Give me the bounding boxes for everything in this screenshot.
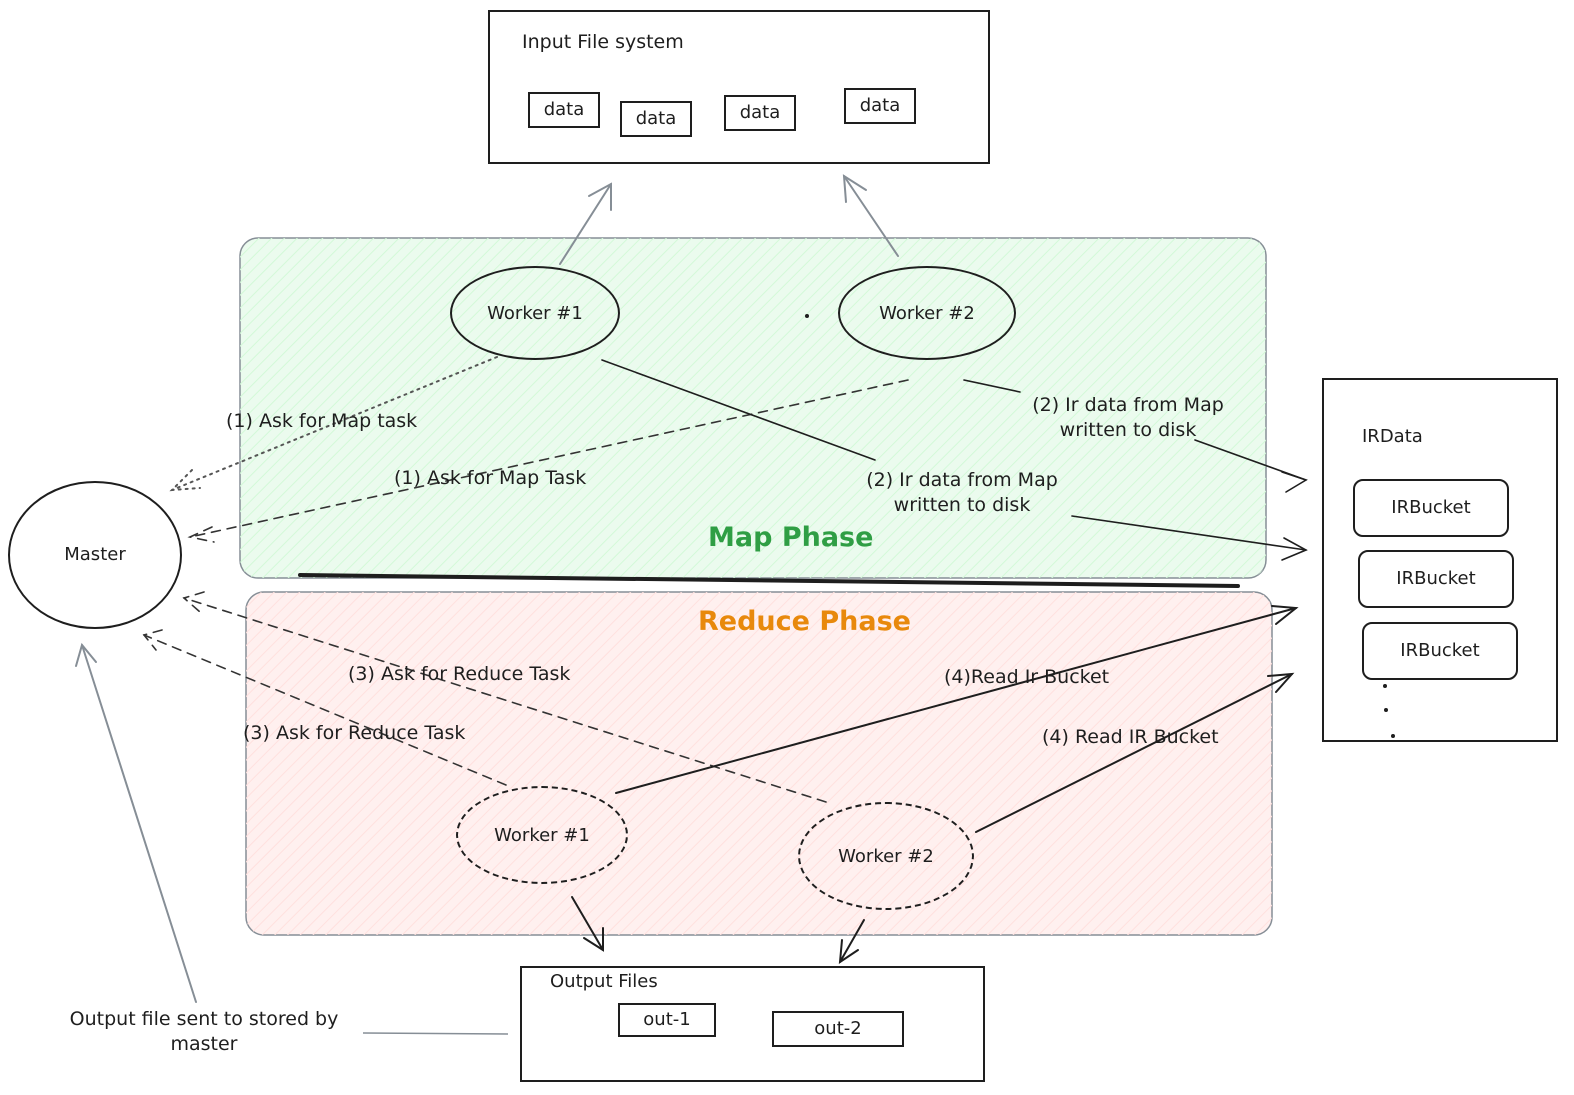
arrow-map-w1-to-input: [559, 182, 612, 265]
arrow-ir-data-w2: [963, 379, 1308, 493]
reduce-phase-title: Reduce Phase: [698, 606, 911, 637]
data-block: data: [620, 101, 692, 137]
data-block: data: [724, 95, 796, 131]
map-worker-2-node: Worker #2: [838, 266, 1016, 360]
annotation-ir-data-w2-line1: (2) Ir data from Map: [1032, 394, 1224, 416]
ir-bucket: IRBucket: [1358, 550, 1514, 608]
ir-bucket: IRBucket: [1353, 479, 1509, 537]
annotation-ir-data-w2-line2: written to disk: [1059, 419, 1197, 441]
master-node: [8, 481, 182, 629]
annotation-output-note-line2: master: [170, 1033, 238, 1055]
master-label: Master: [64, 544, 126, 565]
arrow-reduce-w1-to-output: [571, 896, 604, 952]
annotation-ask-map-task-1: (1) Ask for Map task: [226, 410, 418, 432]
annotation-output-note-line1: Output file sent to stored by: [69, 1008, 339, 1030]
ir-ellipsis-dot-1: [1383, 684, 1387, 688]
arrow-ask-reduce-task-1: [182, 591, 827, 803]
annotation-ir-data-w1-line2: written to disk: [893, 494, 1031, 516]
output-file: out-1: [618, 1003, 716, 1037]
arrow-ask-map-task-1: [169, 356, 498, 492]
arrow-read-ir-bucket-2: [975, 672, 1295, 833]
reduce-phase-hatch: [246, 592, 1272, 935]
annotation-ask-reduce-task-1: (3) Ask for Reduce Task: [348, 663, 571, 685]
arrow-ir-data-w1: [601, 359, 1308, 561]
input-file-system-title: Input File system: [522, 31, 684, 53]
reduce-worker-1-node: Worker #1: [456, 786, 628, 884]
annotation-read-ir-bucket-1: (4)Read Ir Bucket: [944, 666, 1110, 688]
output-note-connector: [362, 1032, 509, 1035]
annotation-read-ir-bucket-2: (4) Read IR Bucket: [1042, 726, 1219, 748]
ir-data-box: [1322, 378, 1558, 742]
ir-bucket: IRBucket: [1362, 622, 1518, 680]
output-files-box: [520, 966, 985, 1082]
map-phase-title: Map Phase: [708, 522, 874, 553]
map-stray-dot: [805, 314, 809, 318]
ir-ellipsis-dot-2: [1384, 708, 1388, 712]
map-worker-1-label: Worker #1: [487, 302, 583, 324]
map-worker-2-label: Worker #2: [879, 302, 975, 324]
reduce-worker-2-node: Worker #2: [798, 802, 974, 910]
data-block: data: [528, 92, 600, 128]
data-block: data: [844, 88, 916, 124]
output-file: out-2: [772, 1011, 904, 1047]
phase-divider: [298, 573, 1240, 588]
annotation-ask-reduce-task-2: (3) Ask for Reduce Task: [243, 722, 466, 744]
ir-data-title: IRData: [1362, 426, 1423, 447]
arrow-output-to-master: [75, 642, 197, 1003]
input-file-system-box: [488, 10, 990, 164]
arrow-reduce-w2-to-output: [838, 919, 865, 964]
reduce-worker-1-label: Worker #1: [494, 824, 590, 846]
ir-ellipsis-dot-3: [1391, 734, 1395, 738]
annotation-ir-data-w1-line1: (2) Ir data from Map: [866, 469, 1058, 491]
arrow-ask-map-task-2: [187, 379, 909, 543]
reduce-worker-2-label: Worker #2: [838, 845, 934, 867]
output-files-title: Output Files: [550, 971, 658, 992]
map-worker-1-node: Worker #1: [450, 266, 620, 360]
arrow-read-ir-bucket-1: [615, 605, 1299, 794]
arrow-map-w2-to-input: [842, 174, 899, 257]
arrow-ask-reduce-task-2: [142, 629, 507, 786]
annotation-ask-map-task-2: (1) Ask for Map Task: [394, 467, 587, 489]
